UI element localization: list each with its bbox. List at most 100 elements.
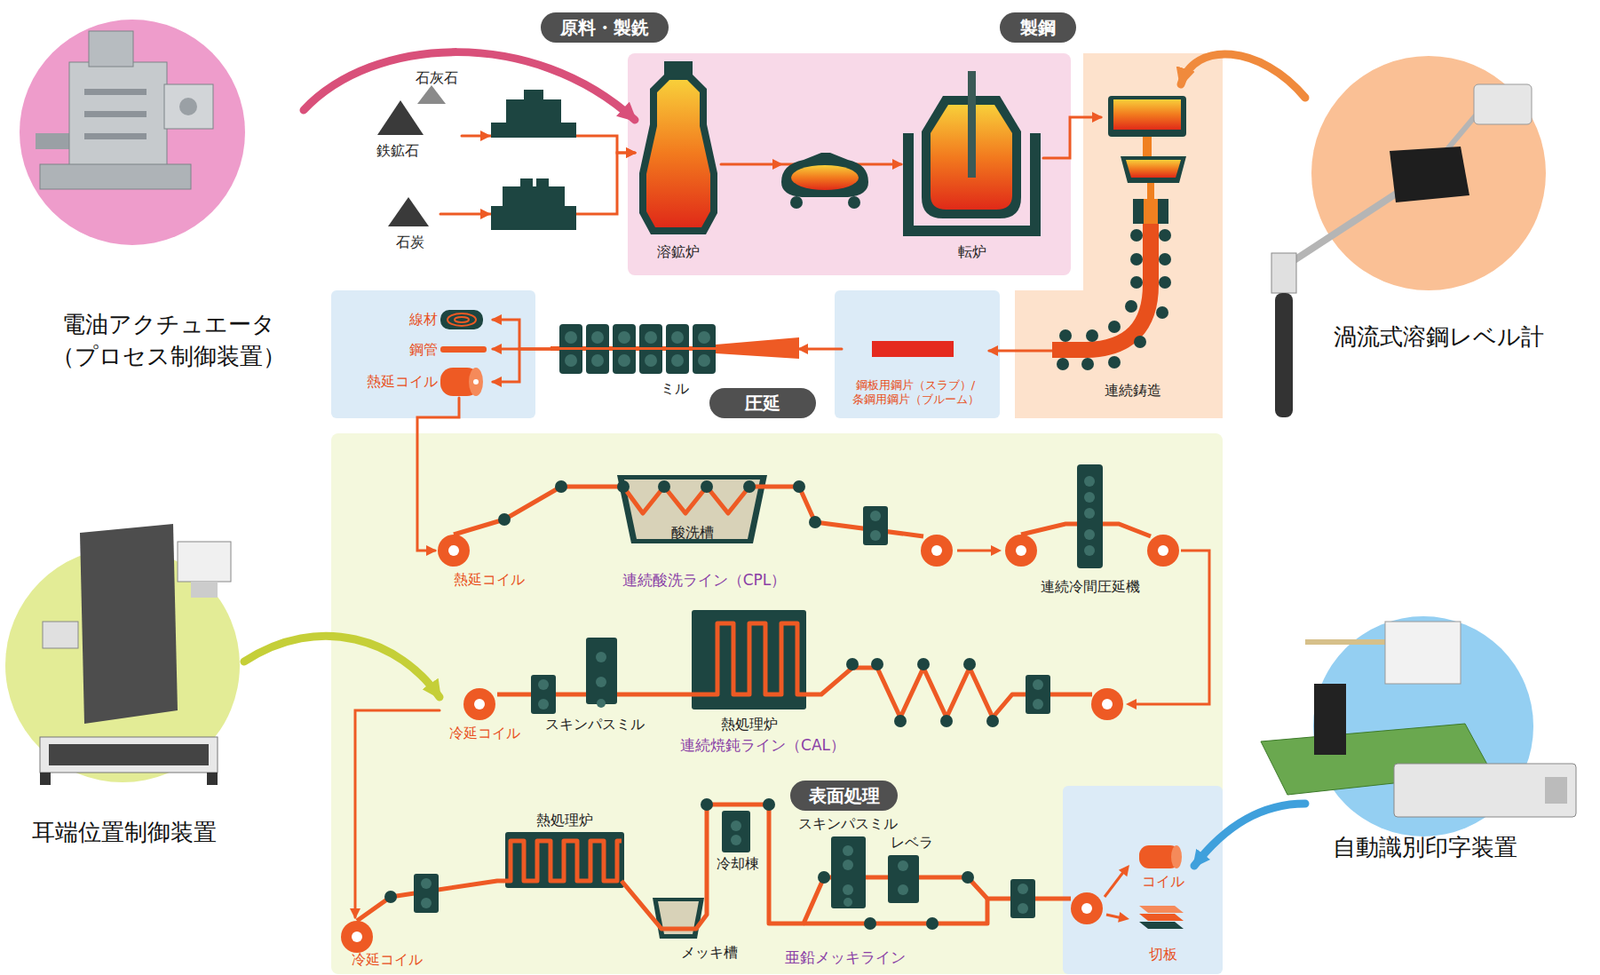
annealing-line xyxy=(846,657,859,671)
background-regions xyxy=(1311,55,1546,291)
raw-material-piles xyxy=(377,100,424,135)
caster-figure xyxy=(1124,300,1138,313)
raw-material-piles xyxy=(388,197,429,227)
node-text: 渦流式溶鋼レベル計 xyxy=(1333,321,1545,354)
product: 切板 xyxy=(1132,898,1195,966)
background-regions xyxy=(19,19,246,246)
actuator-figure xyxy=(84,133,147,140)
product-icons xyxy=(447,313,476,326)
annealing-line xyxy=(806,667,1093,718)
furnace: 熱処理炉 xyxy=(688,608,810,736)
background-regions xyxy=(627,53,1071,276)
node-text: 鋼板用鋼片（スラブ）/ 条鋼用鋼片（ブルーム） xyxy=(845,378,986,408)
blast-furnace-figure xyxy=(646,79,711,228)
annealing-line xyxy=(871,657,884,671)
torpedo-car-figure xyxy=(781,152,869,198)
product-icons xyxy=(454,316,469,323)
background-regions xyxy=(1062,785,1223,975)
furnace: 熱処理炉 xyxy=(501,809,628,891)
annealing-line xyxy=(894,714,907,728)
pickling-line xyxy=(554,480,568,493)
callout-arrow xyxy=(1180,54,1306,98)
device-callout: 電油アクチュエータ （プロセス制御装置） xyxy=(33,19,304,375)
galvanizing-line xyxy=(621,804,1071,929)
torpedo-car-figure xyxy=(847,196,861,209)
pickling-line xyxy=(957,549,995,553)
galvanizing-line xyxy=(1070,892,1103,925)
caster-figure xyxy=(1156,306,1169,319)
caster-figure xyxy=(1158,276,1172,289)
rolling-mill-figure xyxy=(697,331,711,344)
level-meter-figure xyxy=(1271,84,1532,418)
actuator-figure xyxy=(35,133,72,150)
caster-figure xyxy=(1108,95,1187,137)
node-text: 表面処理 xyxy=(808,784,880,808)
pickling-line xyxy=(700,480,713,493)
flow-arrow xyxy=(461,135,635,153)
device-callout: 耳端位置制御装置 xyxy=(4,543,245,851)
leveler: レベラ xyxy=(885,831,939,908)
caster-figure xyxy=(1125,159,1181,178)
node-text: 原料・製銑 xyxy=(560,16,650,40)
device-callout: 渦流式溶鋼レベル計 xyxy=(1305,53,1572,356)
torpedo-car-figure xyxy=(772,158,784,170)
torpedo-car-figure xyxy=(772,152,869,209)
line-name: 連続焼鈍ライン（CAL） xyxy=(680,736,846,754)
actuator-figure xyxy=(179,97,198,116)
galvanizing-line xyxy=(721,810,751,853)
caster-figure xyxy=(1142,136,1152,157)
pickling-line xyxy=(808,515,822,529)
printer-figure xyxy=(1260,621,1577,817)
galvanizing-line xyxy=(887,855,919,903)
node-text: 耳端位置制御装置 xyxy=(31,816,217,849)
level-meter-figure xyxy=(1473,84,1532,125)
annealing-line xyxy=(963,657,976,671)
galvanizing-line xyxy=(1117,911,1131,925)
edge-sensor-figure xyxy=(39,772,51,785)
raw-material-piles xyxy=(377,85,446,227)
edge-sensor-figure xyxy=(39,736,218,773)
annealing-line xyxy=(917,657,930,671)
annealing-line xyxy=(1091,688,1124,721)
product: 熱延コイル xyxy=(341,365,493,398)
pickling-tank: 酸洗槽 xyxy=(617,475,768,544)
annealing-line xyxy=(1025,674,1051,714)
rolling-mill-figure xyxy=(591,354,604,367)
cooling-tower: 冷却棟 xyxy=(710,803,766,875)
converter: 転炉 xyxy=(901,84,1044,263)
caster-figure xyxy=(1108,356,1121,369)
caster-figure xyxy=(1081,357,1094,371)
galvanizing-line xyxy=(1139,905,1184,913)
node-text: 冷却棟 xyxy=(716,855,760,873)
callout-arrow xyxy=(1194,803,1306,866)
printer-figure xyxy=(1314,683,1347,755)
annealing-line xyxy=(595,651,607,663)
coil: 冷延コイル xyxy=(439,681,524,745)
galvanizing-line xyxy=(817,871,831,884)
skin-pass-mill: スキンパスミル xyxy=(792,813,903,911)
pickling-line xyxy=(743,480,756,493)
node-text: 熱処理炉 xyxy=(536,811,594,830)
annealing-line xyxy=(595,676,607,688)
cold-mill-line xyxy=(1084,545,1095,556)
pickling-line xyxy=(863,506,888,546)
pickling-line xyxy=(657,480,671,493)
annealing-line xyxy=(940,714,953,728)
printer-figure xyxy=(1305,639,1390,645)
caster-figure xyxy=(1130,229,1143,242)
cold-mill-line xyxy=(1005,464,1210,710)
actuator-figure xyxy=(164,84,214,129)
galvanizing-line xyxy=(961,871,975,884)
level-meter-figure xyxy=(1389,146,1470,203)
node-text: 連続鋳造 xyxy=(1104,381,1162,400)
sinter-coke-plants xyxy=(491,89,577,138)
node-text: 製鋼 xyxy=(1020,16,1056,40)
pickling-line xyxy=(617,480,630,493)
galvanizing-line xyxy=(340,920,373,953)
slab-figure xyxy=(871,340,954,357)
galvanizing-line xyxy=(384,890,397,903)
node-text: 溶鉱炉 xyxy=(657,243,700,262)
galvanizing-line xyxy=(842,845,854,856)
rolling-mill-figure xyxy=(591,331,604,344)
